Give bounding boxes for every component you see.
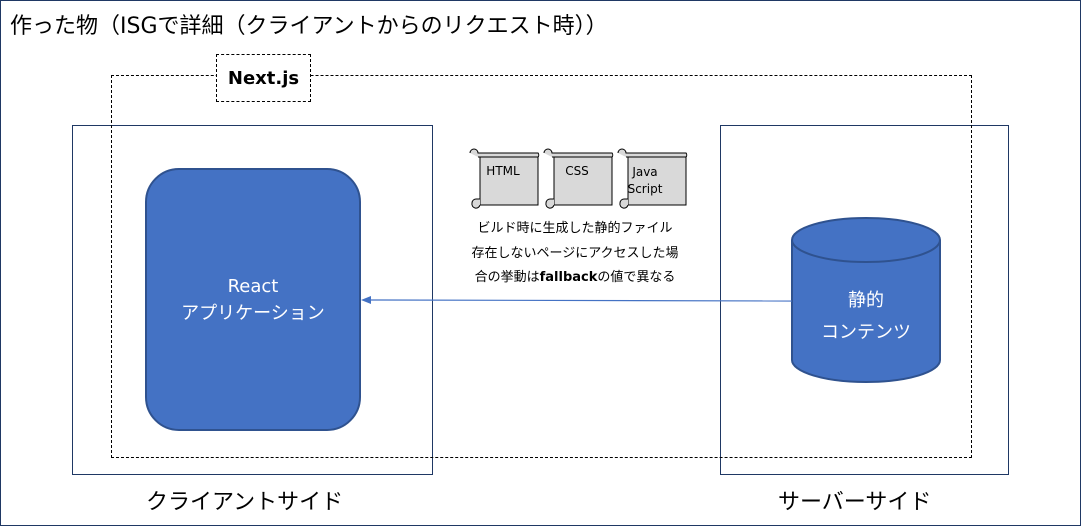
arrow-shaft (369, 299, 792, 302)
html-scroll-icon (469, 148, 540, 209)
static-content-line1: 静的 (848, 290, 884, 311)
file-label-html: HTML (486, 164, 520, 178)
react-app-subtitle: アプリケーション (181, 302, 325, 324)
react-app-box: React アプリケーション (145, 168, 361, 431)
note-line-3: 合の挙動はfallbackの値で異なる (440, 266, 710, 291)
javascript-scroll-icon (617, 148, 688, 209)
react-app-title: React (227, 275, 279, 297)
note-line-3-pre: 合の挙動は (474, 270, 540, 285)
diagram-title: 作った物（ISGで詳細（クライアントからのリクエスト時）） (10, 14, 608, 39)
file-label-css: CSS (565, 164, 589, 178)
response-arrow (361, 296, 792, 304)
nextjs-boundary (111, 75, 972, 458)
cylinder-body (791, 240, 941, 383)
explanation-note: ビルド時に生成した静的ファイル 存在しないページにアクセスした場 合の挙動はfa… (440, 217, 710, 291)
note-line-1: ビルド時に生成した静的ファイル (477, 221, 673, 236)
static-file-icons (469, 148, 688, 209)
note-line-2: 存在しないページにアクセスした場 (471, 245, 679, 261)
server-side-label: サーバーサイド (778, 490, 932, 515)
css-scroll-icon (543, 148, 614, 209)
static-content-line2: コンテンツ (821, 322, 911, 343)
server-side-zone (720, 125, 1009, 475)
nextjs-label: Next.js (216, 54, 311, 102)
note-fallback-keyword: fallback (539, 270, 598, 285)
cylinder-top (791, 217, 941, 263)
client-side-label: クライアントサイド (146, 490, 344, 515)
arrow-head (361, 296, 371, 304)
static-content-label: 静的 コンテンツ (790, 285, 942, 349)
static-content-cylinder (791, 217, 941, 383)
note-line-3-post: の値で異なる (597, 270, 676, 285)
